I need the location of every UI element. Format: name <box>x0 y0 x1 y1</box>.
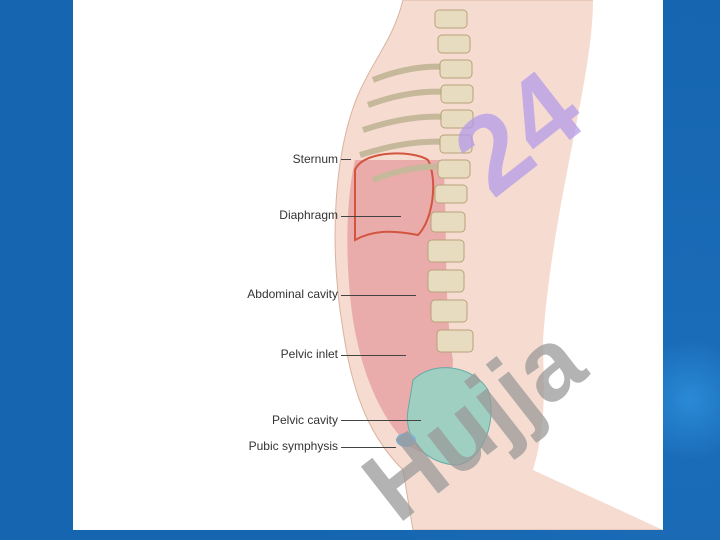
leader-line <box>341 420 421 421</box>
slide-image-panel: Hujja 24 Sternum Diaphragm Abdominal cav… <box>73 0 663 530</box>
label-pelvic-cavity: Pelvic cavity <box>271 413 338 427</box>
label-pelvic-inlet: Pelvic inlet <box>280 347 338 361</box>
leader-line <box>341 159 351 160</box>
anatomy-illustration <box>334 0 663 530</box>
leader-line <box>341 447 396 448</box>
label-abdominal-cavity: Abdominal cavity <box>247 287 338 301</box>
label-pubic-symphysis: Pubic symphysis <box>248 439 338 453</box>
svg-text:24: 24 <box>432 47 604 219</box>
label-diaphragm: Diaphragm <box>279 208 338 222</box>
leader-line <box>341 295 416 296</box>
leader-line <box>341 216 401 217</box>
watermark: Hujja 24 <box>343 47 606 530</box>
leader-line <box>341 355 406 356</box>
label-sternum: Sternum <box>292 152 338 166</box>
svg-text:Hujja: Hujja <box>343 303 606 530</box>
